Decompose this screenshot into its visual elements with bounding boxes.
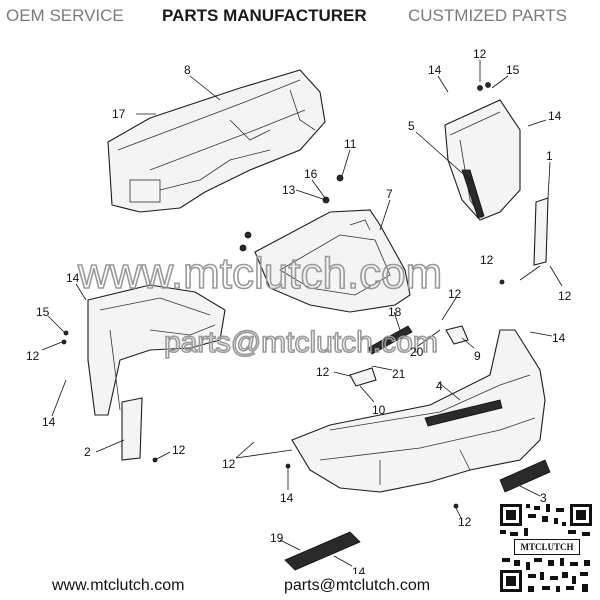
- callout-18: 18: [388, 305, 402, 319]
- qr-code: MTCLUTCH: [498, 502, 594, 594]
- callout-3: 3: [540, 491, 547, 505]
- callout-12-e: 12: [448, 287, 462, 301]
- footer-bar: www.mtclutch.com parts@mtclutch.com: [0, 574, 600, 600]
- part-10-bracket: [349, 367, 377, 387]
- callout-14-a: 14: [428, 63, 442, 77]
- callout-14-f: 14: [280, 491, 294, 505]
- leader-lines: [41, 60, 563, 567]
- callout-12-i: 12: [458, 515, 472, 529]
- part-8-cowl-panel: [107, 69, 326, 213]
- part-2-lower-panel: [121, 397, 143, 461]
- header-parts-manufacturer: PARTS MANUFACTURER: [162, 6, 367, 25]
- part-18-grille: [367, 325, 413, 355]
- callout-12-h: 12: [222, 457, 236, 471]
- header-oem-service: OEM SERVICE: [6, 6, 124, 25]
- part-5-side-panel: [444, 99, 521, 221]
- callout-14-c: 14: [66, 271, 80, 285]
- callout-7: 7: [386, 187, 393, 201]
- part-4-front-bumper: [291, 329, 546, 493]
- qr-label: MTCLUTCH: [514, 539, 580, 555]
- part-fender-left: [87, 284, 226, 416]
- callout-9: 9: [474, 349, 481, 363]
- callout-labels: 8 17 12 14 15 5 14 1 11 16 13 7 14 12 12…: [26, 47, 572, 574]
- callout-4: 4: [436, 379, 443, 393]
- callout-19: 19: [270, 531, 284, 545]
- callout-8: 8: [184, 63, 191, 77]
- part-7-hood: [254, 209, 411, 313]
- callout-17: 17: [112, 107, 126, 121]
- callout-20: 20: [410, 345, 424, 359]
- callout-15-a: 15: [506, 63, 520, 77]
- callout-12-c: 12: [558, 289, 572, 303]
- watermark-website: www.mtclutch.com: [77, 249, 442, 298]
- callout-12-a: 12: [473, 47, 487, 61]
- part-19-grille-lower: [284, 531, 361, 571]
- callout-1: 1: [546, 149, 553, 163]
- callout-14-b: 14: [548, 109, 562, 123]
- callout-5: 5: [408, 119, 415, 133]
- callout-2: 2: [84, 445, 91, 459]
- callout-14-d: 14: [552, 331, 566, 345]
- callout-21: 21: [392, 367, 406, 381]
- footer-email: parts@mtclutch.com: [284, 577, 431, 594]
- callout-15-b: 15: [36, 305, 50, 319]
- header-bar: OEM SERVICE PARTS MANUFACTURER CUSTMIZED…: [0, 0, 600, 30]
- part-3-skid-plate: [499, 459, 551, 493]
- part-9-clip: [445, 325, 469, 345]
- callout-12-b: 12: [480, 253, 494, 267]
- footer-website: www.mtclutch.com: [52, 577, 185, 594]
- callout-11: 11: [344, 137, 357, 151]
- callout-12-g: 12: [172, 443, 186, 457]
- callout-14-g: 14: [352, 565, 366, 574]
- callout-10: 10: [372, 403, 386, 417]
- callout-13: 13: [282, 183, 296, 197]
- exploded-parts-diagram: www.mtclutch.com parts@mtclutch.com 8 17…: [26, 47, 572, 574]
- part-1-bracket: [533, 197, 549, 266]
- callout-12-f: 12: [316, 365, 330, 379]
- callout-16: 16: [304, 167, 318, 181]
- header-customized-parts: CUSTMIZED PARTS: [408, 6, 567, 25]
- callout-14-e: 14: [42, 415, 56, 429]
- qr-code-pattern: [500, 504, 592, 592]
- watermark-email: parts@mtclutch.com: [164, 326, 438, 359]
- callout-12-d: 12: [26, 349, 40, 363]
